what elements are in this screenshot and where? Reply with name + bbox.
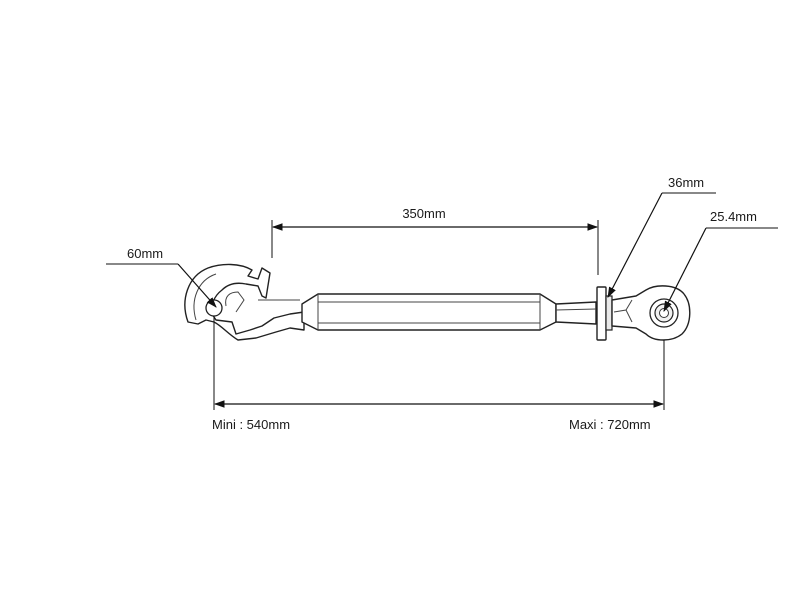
ball-bore-label: 25.4mm <box>710 209 757 224</box>
ball-bore-callout: 25.4mm <box>663 209 778 312</box>
threaded-shaft <box>555 301 597 325</box>
hook-opening-label: 60mm <box>127 246 163 261</box>
barrel <box>301 293 557 331</box>
barrel-length-label: 350mm <box>402 206 445 221</box>
hook-opening-callout: 60mm <box>106 246 217 308</box>
ball-end <box>611 285 691 341</box>
hook-end <box>184 263 305 341</box>
locknut-callout: 36mm <box>607 175 716 298</box>
locknut-width-label: 36mm <box>668 175 704 190</box>
barrel-length-dimension: 350mm <box>271 206 599 275</box>
max-length-label: Maxi : 720mm <box>569 417 651 432</box>
min-length-label: Mini : 540mm <box>212 417 290 432</box>
locknut <box>596 286 613 341</box>
overall-length-dimension: Mini : 540mm Maxi : 720mm <box>212 316 665 432</box>
